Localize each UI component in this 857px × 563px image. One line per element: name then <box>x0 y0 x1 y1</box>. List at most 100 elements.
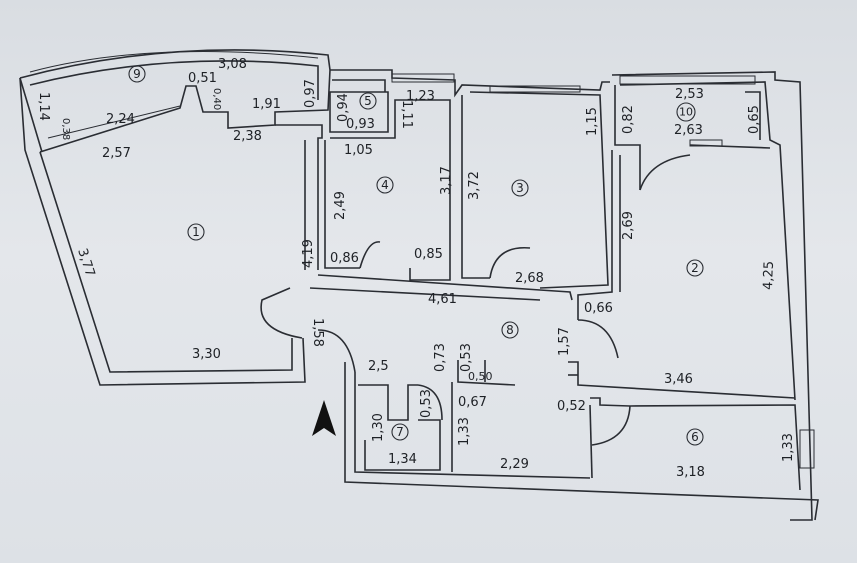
dim-label: 1,33 <box>457 417 472 446</box>
room10-number: 10 <box>679 106 693 119</box>
room4-circle <box>376 176 394 194</box>
dim-label: 1,11 <box>399 100 414 129</box>
dim-label: 0,53 <box>419 389 434 418</box>
dim-label: 2,69 <box>621 211 636 240</box>
dim-label: 3,18 <box>676 465 705 480</box>
dim-label: 0,86 <box>330 251 359 266</box>
dim-label: 2,29 <box>500 457 529 472</box>
room3-circle <box>511 179 529 197</box>
room7-door-arc <box>417 384 443 421</box>
room7-walls <box>364 419 441 471</box>
room9-number: 9 <box>133 67 141 81</box>
dim-label: 3,77 <box>74 247 97 279</box>
balcony-inner-line <box>29 60 319 100</box>
room3-door-arc <box>489 247 531 279</box>
dim-label: 1,58 <box>310 318 325 347</box>
room10-right-niche <box>745 91 761 140</box>
room7-number: 7 <box>396 425 404 439</box>
windows <box>29 51 815 469</box>
room10-window <box>619 75 756 85</box>
top-wall-center <box>330 69 610 98</box>
dim-label: 3,72 <box>467 171 482 200</box>
dim-label: 1,14 <box>36 92 51 121</box>
right-inner-wall <box>619 81 796 401</box>
dim-label: 0,93 <box>346 117 375 132</box>
room7-circle <box>391 423 409 441</box>
bottom-outer-wall <box>344 362 819 521</box>
room-numbers: 1 2 3 4 5 6 7 8 9 10 <box>128 65 704 446</box>
room10-door-arc <box>639 154 691 191</box>
interior-walls <box>260 85 801 491</box>
dim-label: 1,34 <box>388 452 417 467</box>
room6-left-wall <box>589 404 593 479</box>
room1-right-wall <box>275 124 323 270</box>
north-arrow-icon <box>312 400 336 436</box>
room3-window <box>489 85 581 93</box>
dim-label: 1,33 <box>781 433 796 462</box>
dim-label: 0,82 <box>621 105 636 134</box>
room4-door-arc <box>359 241 381 269</box>
dim-label: 4,61 <box>428 292 457 307</box>
room3-left-wall <box>461 95 490 279</box>
bottom-inner-wall <box>354 372 591 479</box>
room4-window <box>391 73 455 83</box>
dim-label: 0,97 <box>303 79 318 108</box>
hall-top-wall-2 <box>309 287 541 301</box>
room2-left-wall <box>577 150 613 320</box>
room4-number: 4 <box>381 178 389 192</box>
dim-label: 0,53 <box>459 343 474 372</box>
dim-label: 1,91 <box>252 97 281 112</box>
dim-label: 3,46 <box>664 372 693 387</box>
room1-circle <box>187 223 205 241</box>
dim-label: 2,68 <box>515 271 544 286</box>
dim-label: 2,57 <box>102 146 131 161</box>
dim-label: 0,38 <box>60 118 71 140</box>
room5-walls <box>329 91 389 133</box>
balcony-window <box>29 51 319 73</box>
room2-door-arc <box>577 319 619 359</box>
dim-label: 1,57 <box>557 327 572 356</box>
dim-label: 0,65 <box>747 105 762 134</box>
room5-top <box>332 79 386 92</box>
balcony-wall <box>19 49 331 153</box>
room1-window <box>47 105 181 139</box>
room10-left <box>614 85 641 190</box>
dim-label: 4,25 <box>761 261 777 290</box>
room5-number: 5 <box>364 94 372 108</box>
room7-top-wall <box>358 384 418 421</box>
room1-number: 1 <box>192 225 200 239</box>
right-outer-wall <box>611 71 813 521</box>
room3-number: 3 <box>516 181 524 195</box>
room9-circle <box>128 65 146 83</box>
room8-circle <box>501 321 519 339</box>
room2-number: 2 <box>691 261 699 275</box>
dim-label: 0,50 <box>468 370 493 383</box>
room6-circle <box>686 428 704 446</box>
room6-door-arc <box>591 405 631 446</box>
room4-left-wall <box>324 140 360 269</box>
room5-circle <box>359 92 377 110</box>
room2-circle <box>686 259 704 277</box>
room1-inner-wall <box>39 151 293 373</box>
dim-label: 0,40 <box>211 88 222 110</box>
room6-walls <box>590 397 801 491</box>
dim-label: 0,66 <box>584 301 613 316</box>
dim-label: 1,23 <box>406 89 435 104</box>
balcony-left-wall <box>19 77 43 153</box>
dim-label: 3,08 <box>218 57 247 72</box>
room10-circle <box>676 102 696 122</box>
dimension-labels: 3,08 1,14 0,51 0,40 2,24 1,91 0,97 0,38 … <box>36 57 796 480</box>
dim-label: 0,94 <box>336 93 351 122</box>
dim-label: 3,17 <box>439 166 454 195</box>
room2-window <box>689 139 723 147</box>
dim-label: 2,49 <box>333 191 348 220</box>
room2-bottom-wall <box>568 361 796 399</box>
dim-label: 0,67 <box>458 395 487 410</box>
dim-label: 0,52 <box>557 399 586 414</box>
dim-label: 0,51 <box>188 71 217 86</box>
dim-label: 2,38 <box>233 129 262 144</box>
room1-outer-wall <box>19 77 306 386</box>
dim-label: 0,73 <box>433 343 448 372</box>
